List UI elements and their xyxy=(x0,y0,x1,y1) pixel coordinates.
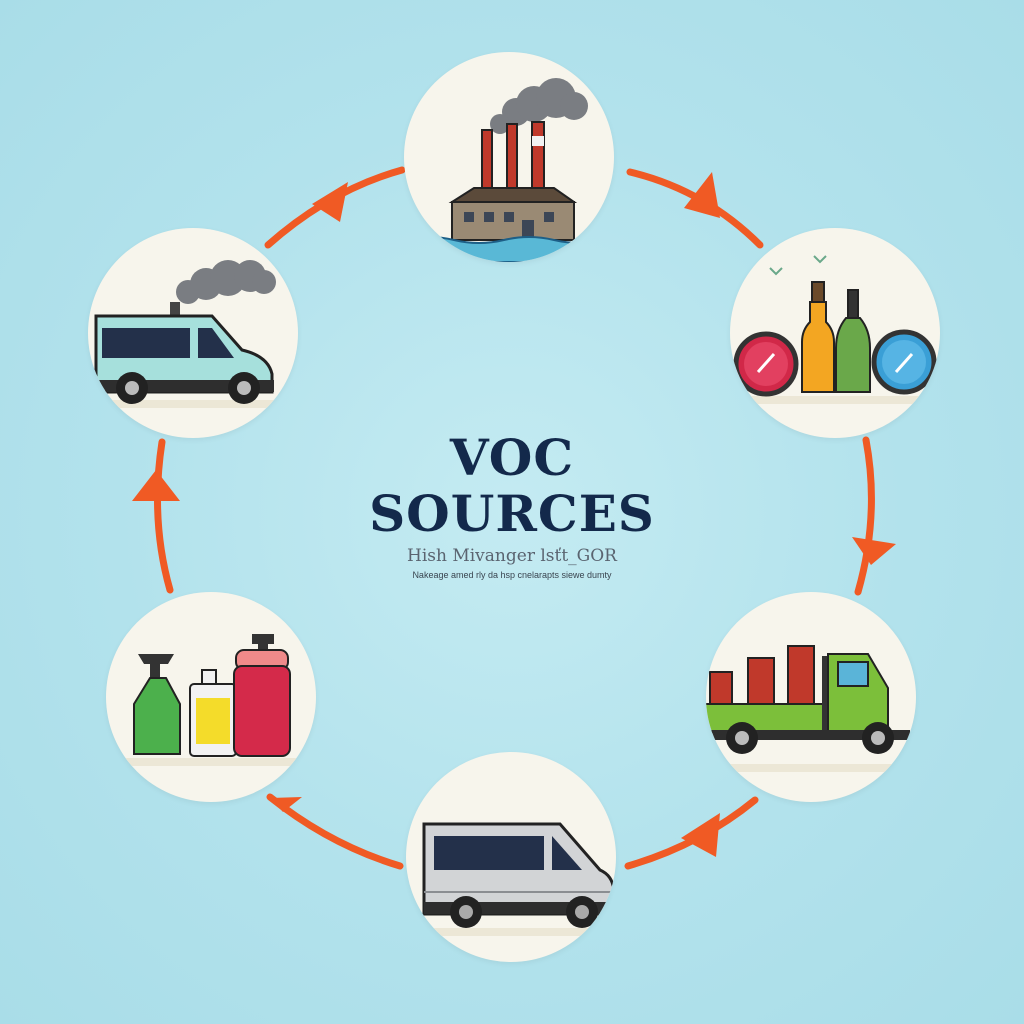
bottles-and-gauges-icon xyxy=(730,255,940,404)
arrowhead-3 xyxy=(681,813,720,857)
grey-van-icon xyxy=(406,822,616,936)
spray-bottles-icon xyxy=(106,634,316,766)
center-label: VOC SOURCES Hish Mivanger lsťt_GOR Nakea… xyxy=(312,428,712,581)
van-exhaust-icon xyxy=(88,260,298,408)
diagram-title-line-1: VOC xyxy=(449,428,575,487)
van-exhaust-node xyxy=(88,228,298,438)
diagram-subtitle: Hish Mivanger lsťt_GOR xyxy=(407,546,617,566)
arrowhead-5 xyxy=(132,470,180,501)
arrowhead-6 xyxy=(312,182,348,222)
cleaning-products-node xyxy=(106,592,316,802)
factory-smokestack-icon xyxy=(404,78,614,262)
arrow-cleaning-to-van xyxy=(154,438,174,594)
diagram-title-line-2: SOURCES xyxy=(369,484,655,543)
truck-with-drums-icon xyxy=(706,645,916,772)
grey-van-node xyxy=(406,752,616,962)
arrowhead-2 xyxy=(852,537,896,565)
diagram-caption: Nakeage amed rly da hsp cnelarapts siewe… xyxy=(412,570,612,580)
bottles-gauges-node xyxy=(730,228,940,438)
arrow-van-to-cleaning xyxy=(266,793,404,870)
arrow-bottles-to-truck xyxy=(854,436,875,596)
arrowhead-4 xyxy=(270,797,302,812)
factory-node xyxy=(404,52,614,262)
arrowhead-1 xyxy=(684,172,720,218)
truck-drums-node xyxy=(706,592,916,802)
